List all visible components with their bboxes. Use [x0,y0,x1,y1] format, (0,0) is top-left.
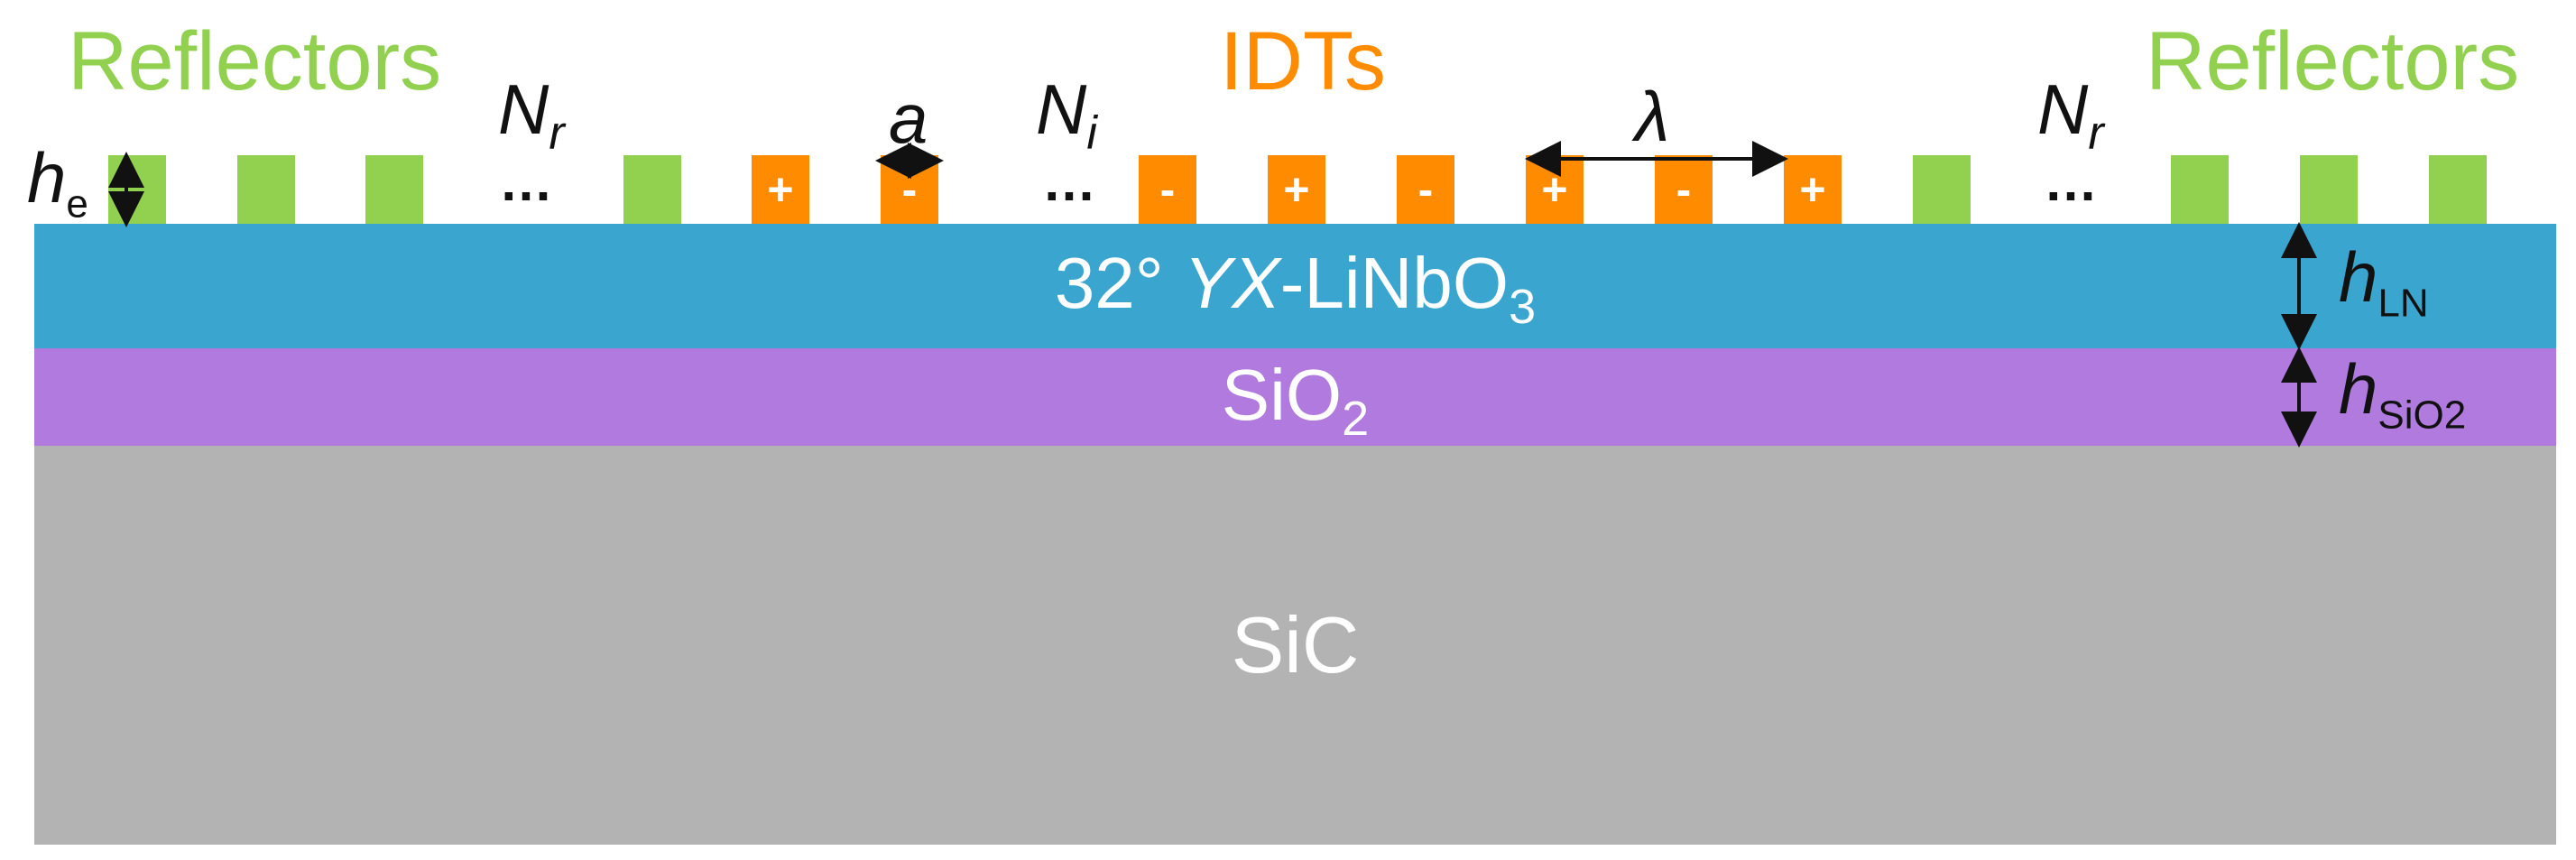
idts-label: IDTs [1220,15,1386,107]
ellipsis-right: … [2044,152,2098,212]
reflectors-left-label: Reflectors [68,15,442,107]
nr-left-symbol: Nr [498,69,565,160]
reflector-electrode [365,155,423,224]
reflector-electrode [1913,155,1971,224]
he-symbol: he [27,138,88,227]
idt-electrode: + [752,155,809,224]
ni-symbol: Ni [1036,69,1097,160]
lambda-symbol: λ [1635,77,1670,156]
linbo3-layer: 32° YX-LiNbO3 [34,224,2556,348]
reflector-electrode [2300,155,2358,224]
hsio2-label: hSiO2 [2339,349,2467,438]
ellipsis-middle: … [1042,152,1096,212]
linbo3-label: 32° YX-LiNbO3 [1054,243,1537,334]
sio2-layer: SiO2 [34,348,2556,446]
idt-electrode: + [1268,155,1325,224]
hln-label: hLN [2339,237,2429,326]
ellipsis-left: … [499,152,553,212]
a-symbol: a [889,79,928,158]
idt-electrode: - [1139,155,1196,224]
reflector-electrode [623,155,681,224]
sic-substrate: SiC [34,446,2556,845]
reflector-electrode [237,155,295,224]
sio2-label: SiO2 [1221,355,1370,446]
nr-right-symbol: Nr [2037,69,2104,160]
sic-label: SiC [1231,600,1360,689]
reflector-electrode [2429,155,2487,224]
idt-electrode: - [1397,155,1454,224]
reflector-electrode [2171,155,2229,224]
idt-electrode: + [1784,155,1842,224]
reflectors-right-label: Reflectors [2146,15,2520,107]
